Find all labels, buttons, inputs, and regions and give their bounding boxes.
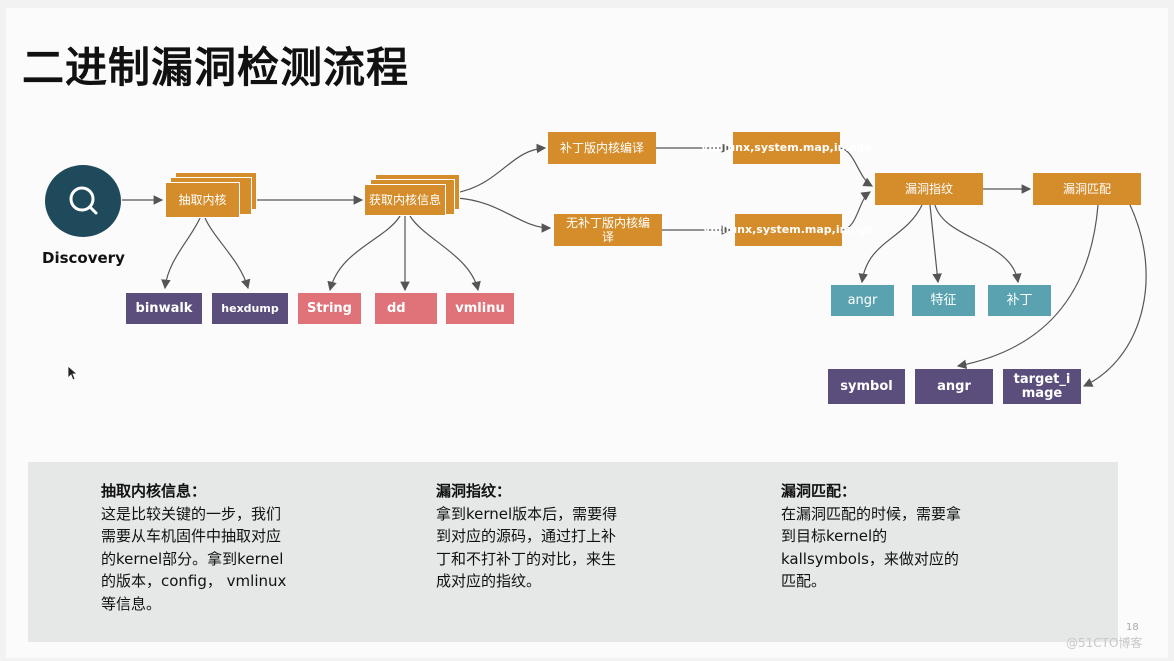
tool-angr-fingerprint: angr — [831, 285, 894, 316]
search-icon — [69, 186, 98, 215]
note-line: 成对应的指纹。 — [436, 572, 542, 590]
node-unpatched-compile: 无补丁版内核编译 — [554, 214, 662, 246]
note-line: 需要从车机固件中抽取对应 — [101, 527, 282, 545]
node-extract-kernel: 抽取内核 — [165, 182, 240, 218]
tool-target-image: target_image — [1003, 369, 1081, 404]
tool-patch: 补丁 — [988, 285, 1051, 316]
note-heading: 漏洞匹配： — [781, 482, 857, 500]
node-vmlinux-unpatched: vmliunx,system.map,image — [703, 214, 874, 246]
watermark: @51CTO博客 — [1066, 636, 1143, 650]
tool-string: String — [298, 293, 361, 324]
note-line: 在漏洞匹配的时候，需要拿 — [781, 504, 962, 523]
note-heading: 抽取内核信息： — [101, 482, 207, 500]
discovery-logo — [45, 165, 121, 237]
note-match: 漏洞匹配： 在漏洞匹配的时候，需要拿 到目标kernel的 kallsymbol… — [781, 480, 961, 593]
node-vmlinux-patched: vmliunx,system.map,image — [701, 132, 872, 164]
note-line: 拿到kernel版本后，需要得 — [436, 504, 618, 523]
node-vuln-match: 漏洞匹配 — [1033, 173, 1141, 205]
tool-angr-match: angr — [915, 369, 993, 404]
note-line: kallsymbols，来做对应的 — [781, 549, 959, 568]
note-line: 到目标kernel的 — [781, 527, 888, 545]
tool-hexdump: hexdump — [212, 293, 288, 324]
tool-symbol: symbol — [828, 369, 905, 404]
discovery-label: Discovery — [42, 249, 125, 267]
note-heading: 漏洞指纹： — [436, 482, 512, 500]
node-get-kernel-info: 获取内核信息 — [364, 184, 446, 216]
page-number: 18 — [1126, 622, 1139, 633]
note-extract: 抽取内核信息： 这是比较关键的一步，我们 需要从车机固件中抽取对应 的kerne… — [101, 480, 286, 615]
tool-feature: 特征 — [912, 285, 975, 316]
notes-panel — [28, 462, 1118, 642]
note-line: 这是比较关键的一步，我们 — [101, 504, 282, 523]
note-line: 的版本，config， vmlinux — [101, 572, 287, 590]
note-line: 匹配。 — [781, 572, 827, 590]
tool-vmlinu: vmlinu — [446, 293, 514, 324]
note-line: 等信息。 — [101, 594, 162, 613]
node-vuln-fingerprint: 漏洞指纹 — [875, 173, 983, 205]
note-line: 的kernel部分。拿到kernel — [101, 549, 284, 568]
tool-binwalk: binwalk — [126, 293, 202, 324]
note-fingerprint: 漏洞指纹： 拿到kernel版本后，需要得 到对应的源码，通过打上补 丁和不打补… — [436, 480, 617, 593]
note-line: 到对应的源码，通过打上补 — [436, 527, 617, 545]
tool-dd: dd — [375, 293, 437, 324]
node-patched-compile: 补丁版内核编译 — [548, 132, 656, 164]
mouse-cursor-icon — [67, 365, 79, 381]
page-title: 二进制漏洞检测流程 — [22, 43, 410, 92]
note-line: 丁和不打补丁的对比，来生 — [436, 549, 617, 568]
